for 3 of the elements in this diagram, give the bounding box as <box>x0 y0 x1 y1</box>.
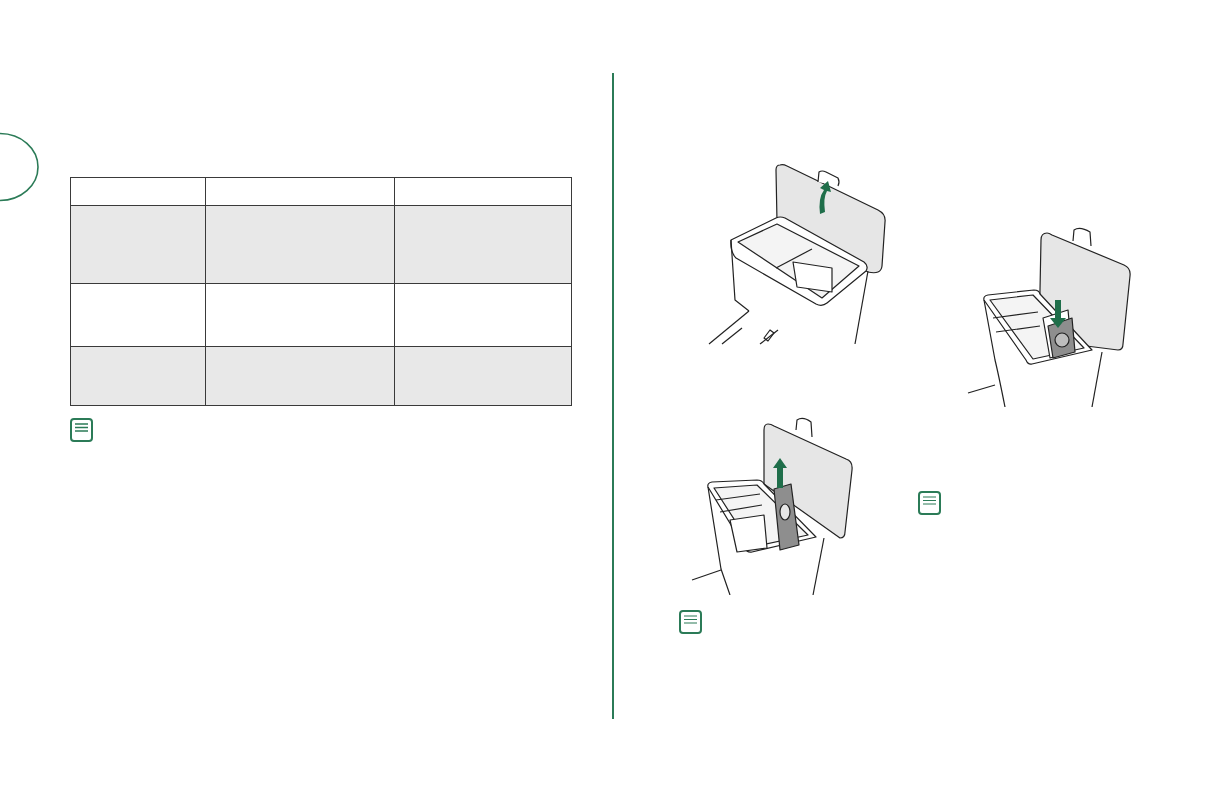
bag-removal-illustration <box>690 417 854 595</box>
dust-bin-illustration <box>706 162 888 345</box>
bag-insert-illustration <box>966 226 1132 407</box>
